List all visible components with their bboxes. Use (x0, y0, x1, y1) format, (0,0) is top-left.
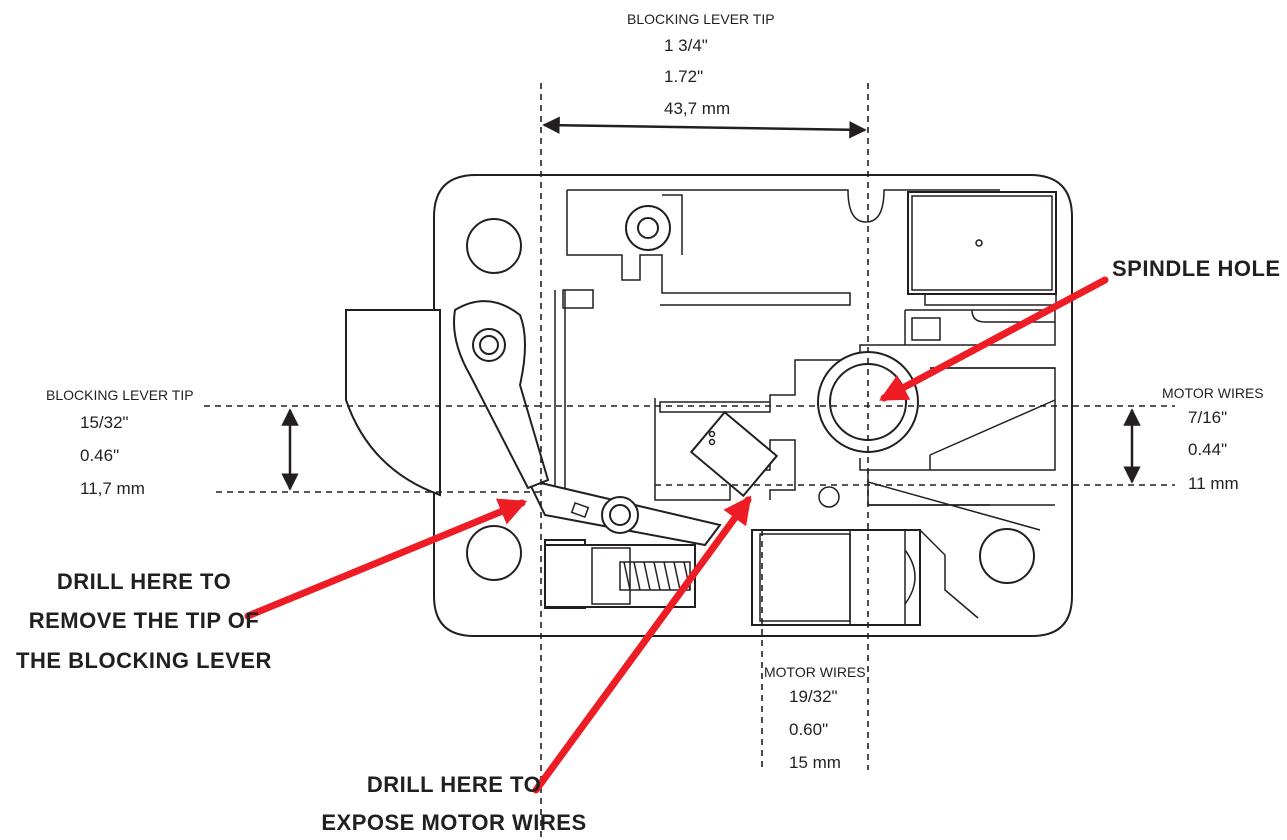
callout-drill-wires-line-1: DRILL HERE TO (367, 772, 541, 797)
arrow-drill-wires (532, 495, 752, 794)
callout-drill-tip-line-2: REMOVE THE TIP OF (29, 608, 260, 633)
mount-hole-bottom-left (466, 525, 522, 581)
top-dim-title: BLOCKING LEVER TIP (627, 11, 775, 27)
bottom-dim-metric: 15 mm (789, 753, 841, 772)
callout-drill-wires-line-2: EXPOSE MOTOR WIRES (321, 810, 586, 835)
right-dim-title: MOTOR WIRES (1162, 385, 1264, 401)
right-dim-decimal: 0.44" (1188, 440, 1227, 459)
left-dim-decimal: 0.46" (80, 446, 119, 465)
top-dim-metric: 43,7 mm (664, 99, 730, 118)
motor-bottom (751, 529, 921, 626)
callout-drill-tip-line-1: DRILL HERE TO (57, 569, 231, 594)
lock-body (345, 174, 1073, 637)
guide-lines (204, 83, 1175, 840)
left-dim-fraction: 15/32" (80, 413, 129, 432)
motor-wire-block (689, 410, 779, 498)
top-dim-decimal: 1.72" (664, 67, 703, 86)
relocker-plate (345, 309, 441, 497)
left-dim-title: BLOCKING LEVER TIP (46, 387, 194, 403)
dimension-arrow-top (542, 116, 867, 139)
bottom-dim-decimal: 0.60" (789, 720, 828, 739)
mount-hole-top-left (466, 218, 522, 274)
callout-spindle-hole: SPINDLE HOLE (1112, 256, 1281, 281)
mount-hole-bottom-right (979, 528, 1035, 584)
top-dim-fraction: 1 3/4" (664, 36, 708, 55)
arrow-spindle (879, 276, 1109, 402)
right-dim-metric: 11 mm (1188, 474, 1239, 493)
left-dim-metric: 11,7 mm (80, 479, 145, 498)
bottom-dim-title: MOTOR WIRES (764, 664, 866, 680)
arrow-drill-tip (244, 498, 528, 620)
right-dim-fraction: 7/16" (1188, 408, 1227, 427)
callout-drill-tip-line-3: THE BLOCKING LEVER (16, 648, 272, 673)
bottom-dim-fraction: 19/32" (789, 687, 838, 706)
